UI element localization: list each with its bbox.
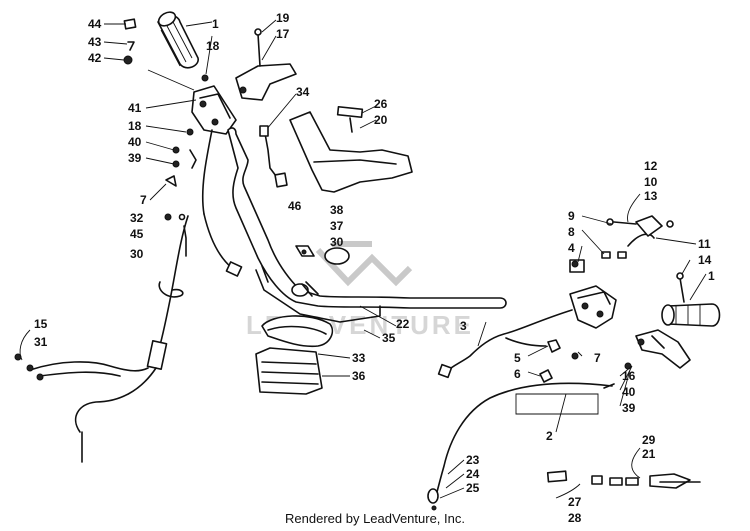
callout-31: 31 bbox=[34, 335, 48, 349]
callout-22: 22 bbox=[396, 317, 410, 331]
callout-36: 36 bbox=[352, 369, 366, 383]
callout-9: 9 bbox=[568, 209, 575, 223]
callout-16: 16 bbox=[622, 369, 636, 383]
callout-40-right: 40 bbox=[622, 385, 636, 399]
throttle-lever bbox=[624, 329, 691, 370]
switch-cable bbox=[259, 125, 288, 188]
callout-5: 5 bbox=[514, 351, 521, 365]
callout-18-mid: 18 bbox=[128, 119, 142, 133]
callout-23: 23 bbox=[466, 453, 480, 467]
callout-38: 38 bbox=[330, 203, 344, 217]
callout-10: 10 bbox=[644, 175, 658, 189]
clamp-bracket bbox=[235, 28, 297, 101]
callout-33: 33 bbox=[352, 351, 366, 365]
right-switch-housing bbox=[569, 233, 655, 329]
handlebar bbox=[227, 127, 507, 323]
callout-34: 34 bbox=[296, 85, 310, 99]
callout-6: 6 bbox=[514, 367, 521, 381]
callout-32: 32 bbox=[130, 211, 144, 225]
handlebar-pad bbox=[255, 315, 334, 395]
left-grip bbox=[157, 11, 199, 69]
cable-end-hardware bbox=[546, 447, 701, 499]
callout-12: 12 bbox=[644, 159, 658, 173]
left-leaders bbox=[103, 19, 377, 201]
clamp-ring bbox=[324, 247, 350, 265]
callout-35: 35 bbox=[382, 331, 396, 345]
callout-41: 41 bbox=[128, 101, 142, 115]
callout-40-left: 40 bbox=[128, 135, 142, 149]
callout-46: 46 bbox=[288, 199, 302, 213]
right-lever-bracket bbox=[606, 193, 674, 237]
left-cable-assembly bbox=[14, 129, 243, 463]
callout-27: 27 bbox=[568, 495, 582, 509]
callout-43: 43 bbox=[88, 35, 102, 49]
callout-30-center: 30 bbox=[330, 235, 344, 249]
callout-8: 8 bbox=[568, 225, 575, 239]
callout-2: 2 bbox=[546, 429, 553, 443]
callout-21: 21 bbox=[642, 447, 656, 461]
callout-7-right: 7 bbox=[594, 351, 601, 365]
callout-13: 13 bbox=[644, 189, 658, 203]
right-leaders bbox=[317, 215, 707, 499]
callout-labels: 44 43 42 1 18 19 17 41 18 40 39 7 34 26 … bbox=[34, 11, 715, 525]
right-grip bbox=[661, 272, 721, 327]
callout-28: 28 bbox=[568, 511, 582, 525]
callout-39-left: 39 bbox=[128, 151, 142, 165]
callout-4: 4 bbox=[568, 241, 575, 255]
callout-30-left: 30 bbox=[130, 247, 144, 261]
callout-26: 26 bbox=[374, 97, 388, 111]
callout-44: 44 bbox=[88, 17, 102, 31]
callout-29: 29 bbox=[642, 433, 656, 447]
callout-18-top: 18 bbox=[206, 39, 220, 53]
cowl-bracket bbox=[289, 105, 413, 193]
callout-19: 19 bbox=[276, 11, 290, 25]
callout-37: 37 bbox=[330, 219, 344, 233]
callout-1-right: 1 bbox=[708, 269, 715, 283]
callout-25: 25 bbox=[466, 481, 480, 495]
callout-1-left: 1 bbox=[212, 17, 219, 31]
callout-24: 24 bbox=[466, 467, 480, 481]
callout-17: 17 bbox=[276, 27, 290, 41]
right-cable-assembly bbox=[427, 309, 615, 511]
callout-42: 42 bbox=[88, 51, 102, 65]
callout-20: 20 bbox=[374, 113, 388, 127]
callout-45: 45 bbox=[130, 227, 144, 241]
left-switch-housing bbox=[191, 85, 237, 135]
callout-14: 14 bbox=[698, 253, 712, 267]
callout-39-right: 39 bbox=[622, 401, 636, 415]
footer-credit: Rendered by LeadVenture, Inc. bbox=[285, 511, 465, 526]
callout-11: 11 bbox=[698, 237, 711, 251]
callout-7-left: 7 bbox=[140, 193, 147, 207]
callout-3: 3 bbox=[460, 319, 467, 333]
callout-15: 15 bbox=[34, 317, 48, 331]
